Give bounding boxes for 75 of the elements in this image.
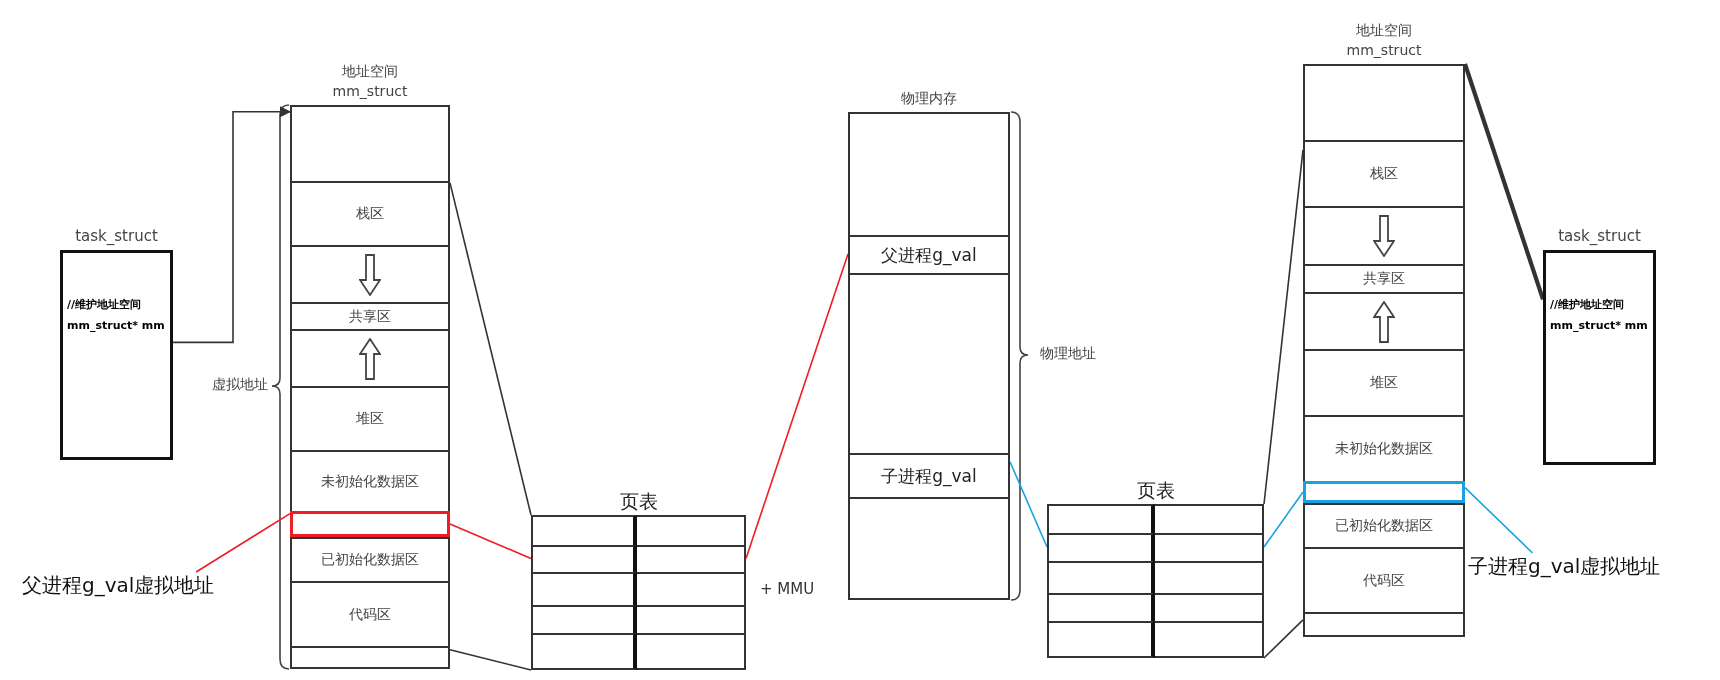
connector-line <box>745 253 849 560</box>
connector-line <box>449 523 532 560</box>
code-text: //维护地址空间 <box>1550 297 1625 312</box>
memory-segment: 共享区 <box>1303 264 1465 292</box>
connector-line <box>449 649 532 671</box>
table-title: 页表 <box>1136 480 1175 500</box>
table-cell <box>531 515 637 545</box>
memory-segment: 未初始化数据区 <box>1303 415 1465 481</box>
table-cell <box>1047 561 1155 593</box>
table-cell <box>531 605 637 633</box>
code-text: //维护地址空间 <box>67 297 142 312</box>
table-cell <box>531 572 637 605</box>
memory-segment: 已初始化数据区 <box>290 537 450 581</box>
table-cell <box>637 545 746 572</box>
table-cell <box>1047 621 1155 658</box>
empty-segment <box>848 497 1010 600</box>
table-cell <box>1155 621 1264 658</box>
brace-label: 物理地址 <box>1040 345 1096 363</box>
connector-line <box>1263 619 1304 659</box>
brace-label: 虚拟地址 <box>212 376 268 394</box>
empty-segment <box>1303 612 1465 637</box>
memory-segment: 代码区 <box>290 581 450 646</box>
table-cell <box>531 633 637 670</box>
memory-segment: 堆区 <box>290 386 450 450</box>
arrow <box>172 106 292 344</box>
code-text: mm_struct* mm <box>1550 319 1648 332</box>
table-cell <box>1155 561 1264 593</box>
struct-title: task_struct <box>75 226 158 246</box>
table-cell <box>637 605 746 633</box>
connector-line <box>449 182 532 516</box>
empty-segment <box>290 105 450 181</box>
table-title: 页表 <box>619 491 658 511</box>
highlight-box <box>1303 481 1465 503</box>
column-title: 地址空间 mm_struct <box>331 62 409 101</box>
struct-title: task_struct <box>1558 226 1641 246</box>
empty-segment <box>290 646 450 669</box>
connector-line <box>1263 491 1304 548</box>
memory-segment: 未初始化数据区 <box>290 450 450 511</box>
table-cell <box>637 515 746 545</box>
empty-segment <box>290 245 450 302</box>
callout-text: 父进程g_val虚拟地址 <box>22 572 237 602</box>
leader-line <box>1464 486 1534 554</box>
connector-line <box>1263 149 1304 505</box>
memory-segment: 已初始化数据区 <box>1303 503 1465 547</box>
table-cell <box>1155 533 1264 561</box>
callout-text: 子进程g_val虚拟地址 <box>1468 553 1683 583</box>
column-title: 物理内存 <box>901 89 957 108</box>
table-cell <box>1047 504 1155 533</box>
memory-segment: 栈区 <box>290 181 450 245</box>
table-cell <box>1155 504 1264 533</box>
empty-segment <box>1303 292 1465 349</box>
memory-segment: 父进程g_val <box>848 235 1010 273</box>
table-cell <box>637 633 746 670</box>
table-cell <box>1155 593 1264 621</box>
empty-segment <box>1303 206 1465 264</box>
empty-segment <box>290 329 450 386</box>
connector-line <box>1463 63 1545 301</box>
annotation-text: + MMU <box>760 580 815 598</box>
empty-segment <box>848 112 1010 235</box>
memory-segment: 代码区 <box>1303 547 1465 612</box>
highlight-box <box>290 511 450 537</box>
memory-segment: 堆区 <box>1303 349 1465 415</box>
empty-segment <box>848 273 1010 453</box>
memory-segment: 共享区 <box>290 302 450 329</box>
table-cell <box>1047 593 1155 621</box>
memory-segment: 栈区 <box>1303 140 1465 206</box>
leader-line <box>195 512 291 573</box>
table-cell <box>1047 533 1155 561</box>
empty-segment <box>1303 64 1465 140</box>
table-cell <box>531 545 637 572</box>
memory-segment: 子进程g_val <box>848 453 1010 497</box>
table-cell <box>637 572 746 605</box>
code-text: mm_struct* mm <box>67 319 165 332</box>
column-title: 地址空间 mm_struct <box>1345 21 1423 60</box>
connector-line <box>1009 461 1048 548</box>
